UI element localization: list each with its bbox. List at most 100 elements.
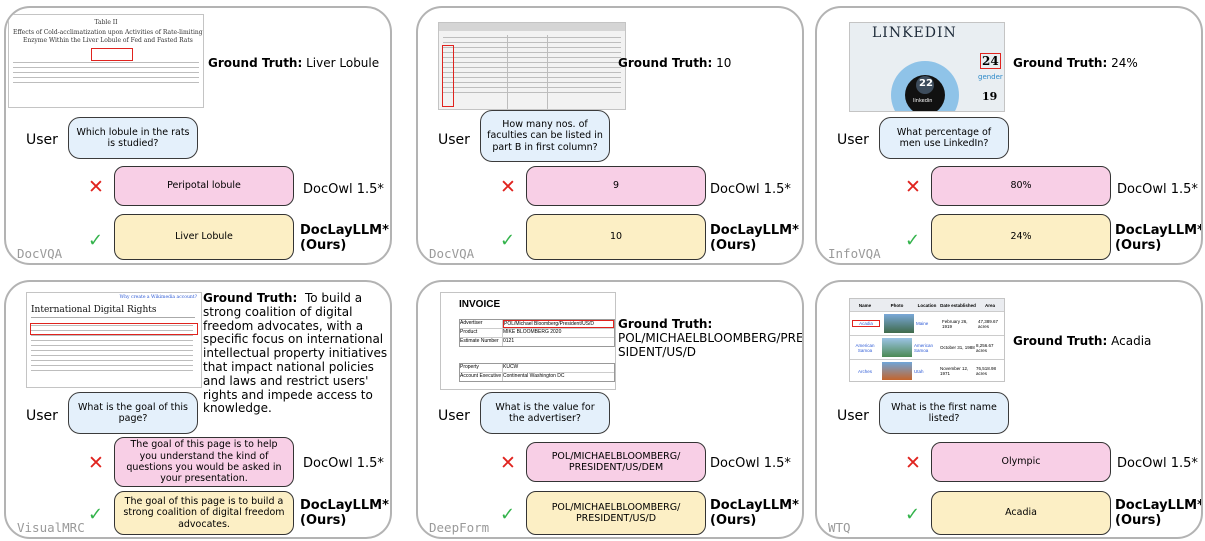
thumb-header: Date established bbox=[940, 302, 976, 308]
table-thumbnail: Name Photo Location Date established Are… bbox=[849, 298, 1005, 382]
ground-truth: Ground Truth: 10 bbox=[618, 56, 732, 70]
example-panel-docvqa-2: Ground Truth: 10 User How many nos. of f… bbox=[416, 6, 804, 265]
thumb-cell: POL/Michael Bloomberg/President/US/D bbox=[503, 320, 614, 328]
thumb-cell: Advertiser bbox=[460, 320, 503, 328]
answer-docowl: 80% bbox=[931, 166, 1111, 206]
ground-truth-value: 10 bbox=[716, 56, 732, 70]
user-label: User bbox=[26, 408, 58, 424]
ground-truth-value: Liver Lobule bbox=[306, 56, 380, 70]
thumb-cell: Account Executive bbox=[460, 373, 503, 381]
answer-doclayllm: 24% bbox=[931, 214, 1111, 260]
answer-doclayllm: 10 bbox=[526, 214, 706, 260]
thumb-photo bbox=[884, 314, 914, 333]
question-bubble: What is the goal of this page? bbox=[68, 392, 198, 434]
thumb-cell: Product bbox=[460, 329, 503, 337]
user-label: User bbox=[837, 408, 869, 424]
document-thumbnail: Table II Effects of Cold-acclimatization… bbox=[8, 14, 204, 108]
thumb-photo bbox=[882, 338, 912, 357]
user-label: User bbox=[438, 132, 470, 148]
dataset-label: InfoVQA bbox=[828, 246, 881, 261]
thumb-cell: 8,256.67 acres bbox=[976, 342, 994, 353]
dataset-label: VisualMRC bbox=[17, 520, 85, 535]
ground-truth-value: SIDENT/US/D bbox=[618, 344, 697, 359]
check-icon: ✓ bbox=[905, 230, 921, 251]
answer-doclayllm: Liver Lobule bbox=[114, 214, 294, 260]
dataset-label: WTQ bbox=[828, 520, 851, 535]
thumb-word: gender bbox=[978, 73, 1003, 81]
check-icon: ✓ bbox=[88, 504, 104, 525]
thumb-number: 19 bbox=[982, 90, 998, 103]
model-name-doclayllm: DocLayLLM*(Ours) bbox=[1115, 498, 1203, 528]
thumb-cell: Acadia bbox=[852, 320, 880, 327]
model-name-doclayllm: DocLayLLM*(Ours) bbox=[300, 223, 389, 253]
model-name-docowl: DocOwl 1.5* bbox=[303, 182, 384, 197]
thumb-cell: Arches bbox=[857, 368, 872, 374]
thumb-header: Area bbox=[984, 302, 995, 308]
thumb-title: LINKEDIN bbox=[872, 25, 957, 41]
cross-icon: ✕ bbox=[88, 176, 104, 198]
answer-doclayllm: Acadia bbox=[931, 491, 1111, 535]
ground-truth: Ground Truth: Liver Lobule bbox=[208, 56, 380, 70]
model-name-docowl: DocOwl 1.5* bbox=[1117, 182, 1198, 197]
question-bubble: What is the value for the advertiser? bbox=[480, 392, 610, 434]
thumb-cell: Property bbox=[460, 364, 503, 372]
thumb-cell: February 26, 1919 bbox=[942, 318, 968, 329]
model-name-docowl: DocOwl 1.5* bbox=[710, 456, 791, 471]
thumb-cell: KUCW bbox=[503, 364, 519, 370]
ground-truth-value: 24% bbox=[1111, 56, 1138, 70]
question-bubble: What percentage of men use LinkedIn? bbox=[879, 117, 1009, 159]
answer-docowl: Peripotal lobule bbox=[114, 166, 294, 206]
thumb-number: 22 bbox=[919, 78, 933, 89]
thumb-cell: Maine bbox=[916, 321, 929, 326]
thumb-line: Enzyme Within the Liver Lobule of Fed an… bbox=[23, 37, 193, 44]
check-icon: ✓ bbox=[88, 230, 104, 251]
thumb-cell: November 12, 1971 bbox=[940, 366, 969, 376]
ground-truth-value: Acadia bbox=[1111, 334, 1152, 348]
dataset-label: DocVQA bbox=[17, 246, 63, 261]
thumb-title: Table II bbox=[94, 19, 118, 26]
cross-icon: ✕ bbox=[905, 452, 921, 474]
cross-icon: ✕ bbox=[88, 452, 104, 474]
webpage-thumbnail: Why create a Wikimedia account? Internat… bbox=[26, 292, 202, 388]
thumb-link: Why create a Wikimedia account? bbox=[119, 295, 198, 300]
question-bubble: How many nos. of faculties can be listed… bbox=[480, 110, 610, 162]
question-bubble: What is the first name listed? bbox=[879, 392, 1009, 434]
example-panel-visualmrc: Why create a Wikimedia account? Internat… bbox=[4, 280, 392, 539]
model-name-doclayllm: DocLayLLM*(Ours) bbox=[710, 498, 799, 528]
thumb-photo bbox=[882, 362, 912, 380]
model-name-docowl: DocOwl 1.5* bbox=[303, 456, 384, 471]
ground-truth-value: To build a strong coalition of digital f… bbox=[203, 291, 388, 416]
infographic-thumbnail: LINKEDIN 22 linkedin 24 gender 19 bbox=[849, 22, 1005, 112]
highlight-box bbox=[30, 323, 198, 335]
example-panel-wtq: Name Photo Location Date established Are… bbox=[815, 280, 1203, 539]
highlight-box bbox=[91, 48, 133, 61]
thumb-header: Name bbox=[858, 302, 872, 308]
thumb-cell: Utah bbox=[914, 368, 924, 374]
thumb-cell: 0121 bbox=[503, 338, 515, 344]
thumb-number: 24 bbox=[980, 53, 1001, 69]
answer-docowl: Olympic bbox=[931, 442, 1111, 482]
question-bubble: Which lobule in the rats is studied? bbox=[68, 117, 198, 159]
ground-truth-value: POL/MICHAELBLOOMBERG/PRE bbox=[618, 330, 804, 345]
ground-truth: Ground Truth: 24% bbox=[1013, 56, 1138, 70]
dataset-label: DocVQA bbox=[429, 246, 475, 261]
thumb-cell: 76,518.98 acres bbox=[976, 366, 997, 376]
example-panel-infovqa: LINKEDIN 22 linkedin 24 gender 19 Ground… bbox=[815, 6, 1203, 265]
model-name-doclayllm: DocLayLLM*(Ours) bbox=[710, 223, 799, 253]
cross-icon: ✕ bbox=[500, 176, 516, 198]
thumb-cell: October 31, 1988 bbox=[940, 345, 975, 350]
cross-icon: ✕ bbox=[905, 176, 921, 198]
cross-icon: ✕ bbox=[500, 452, 516, 474]
example-panel-docvqa-1: Table II Effects of Cold-acclimatization… bbox=[4, 6, 392, 265]
user-label: User bbox=[26, 132, 58, 148]
check-icon: ✓ bbox=[500, 504, 516, 525]
model-name-doclayllm: DocLayLLM*(Ours) bbox=[1115, 223, 1203, 253]
highlight-box bbox=[442, 45, 454, 107]
dataset-label: DeepForm bbox=[429, 520, 490, 535]
thumb-cell: MIKE BLOOMBERG 2020 bbox=[503, 329, 562, 335]
answer-docowl: 9 bbox=[526, 166, 706, 206]
model-name-doclayllm: DocLayLLM*(Ours) bbox=[300, 498, 389, 528]
document-thumbnail bbox=[438, 22, 626, 110]
